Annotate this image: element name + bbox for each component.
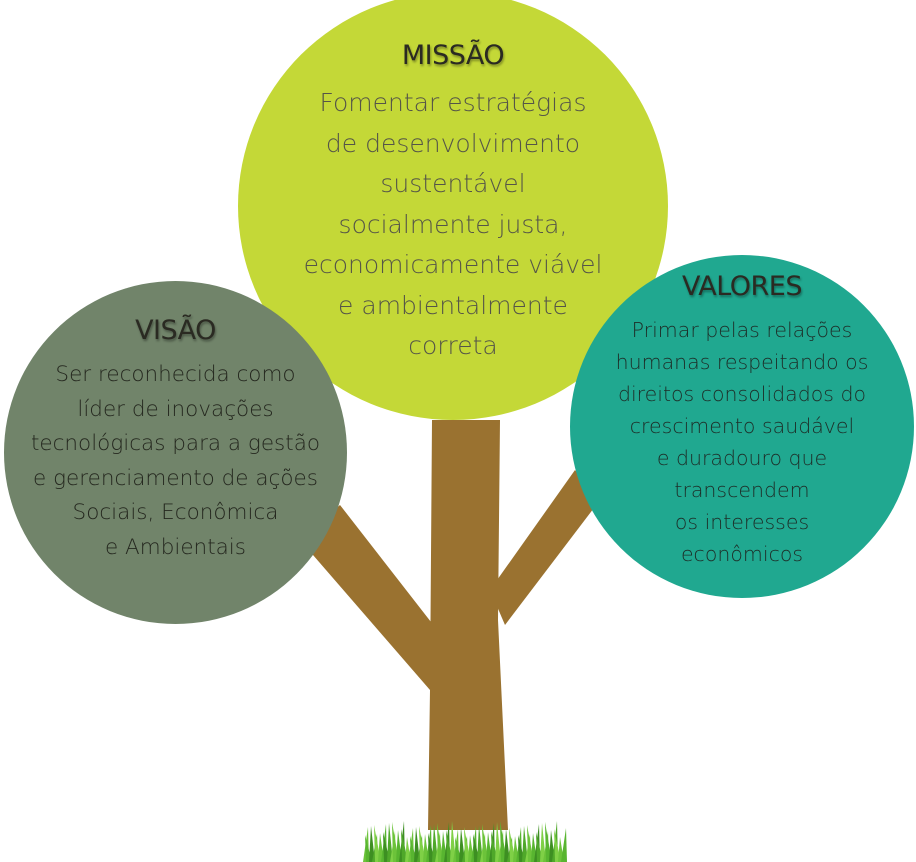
grass-blade (369, 826, 375, 862)
valores-title: VALORES (681, 271, 803, 302)
valores-circle: VALORES Primar pelas relações humanas re… (570, 255, 914, 598)
grass-blade (450, 821, 456, 862)
grass-blade (522, 826, 528, 862)
grass-blade (540, 823, 546, 862)
grass-blade (432, 824, 438, 862)
tree-trunk (428, 420, 508, 830)
visao-text: Ser reconhecida como líder de inovações … (30, 362, 321, 560)
visao-title: VISÃO (135, 315, 216, 346)
grass-icon (363, 821, 567, 862)
grass-blade (504, 829, 510, 862)
valores-text: Primar pelas relações humanas respeitand… (615, 318, 869, 566)
tree-branch-right (490, 470, 600, 625)
missao-text: Fomentar estratégias de desenvolvimento … (303, 88, 603, 360)
grass-blade (414, 827, 420, 862)
grass-blade (477, 825, 483, 862)
visao-circle: VISÃO Ser reconhecida como líder de inov… (4, 281, 347, 624)
missao-circle: MISSÃO Fomentar estratégias de desenvolv… (238, 0, 668, 420)
grass-blade (459, 828, 465, 862)
grass-blade (561, 828, 567, 862)
missao-title: MISSÃO (401, 40, 505, 71)
grass-blade (387, 823, 393, 862)
tree-branch-left (300, 505, 445, 690)
grass-blade (495, 822, 501, 862)
